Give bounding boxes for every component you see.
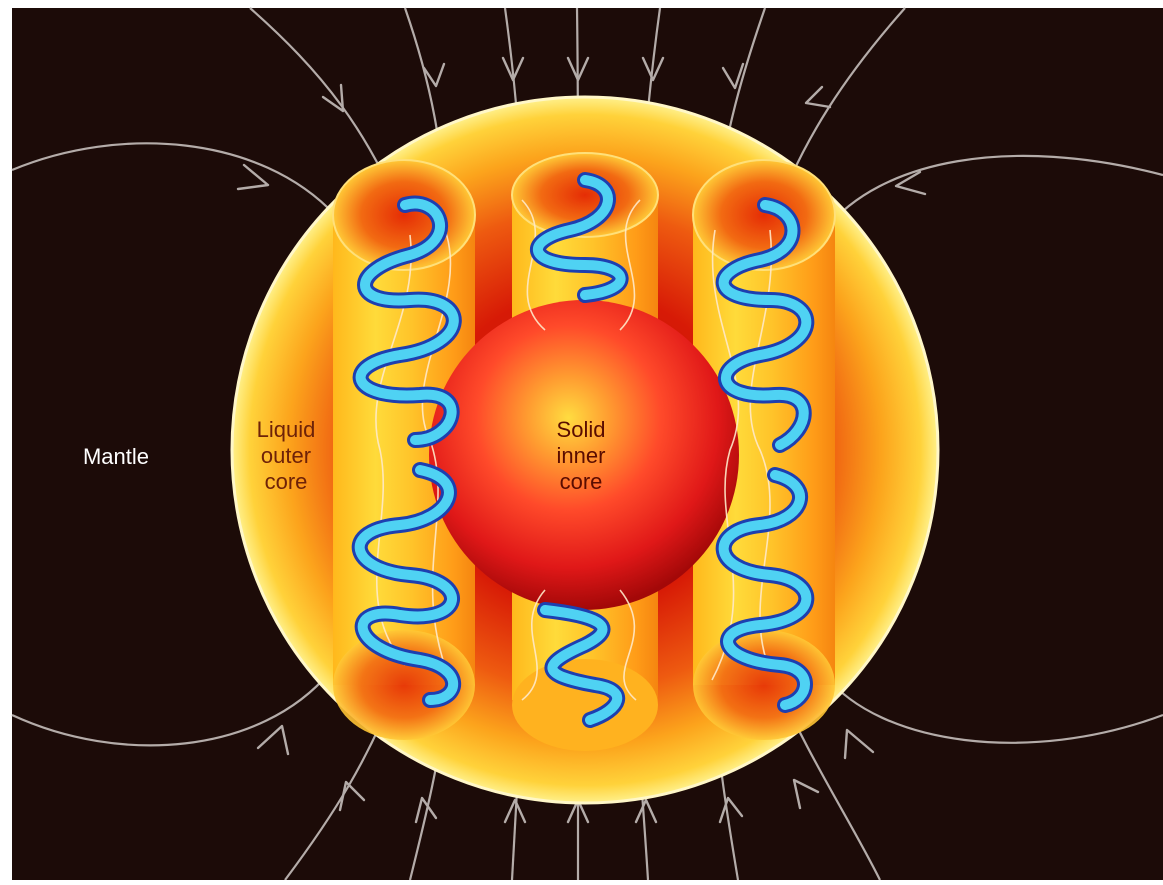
outer-core-label-line-3: core (265, 469, 308, 494)
mantle-label: Mantle (83, 444, 149, 469)
inner-core-label-line-1: Solid (557, 417, 606, 442)
inner-core-label-line-2: inner (557, 443, 606, 468)
inner-core-label: Solid inner core (557, 417, 606, 494)
outer-core-label: Liquid outer core (257, 417, 316, 494)
outer-core-label-line-2: outer (261, 443, 311, 468)
inner-core-label-line-3: core (560, 469, 603, 494)
outer-core-label-line-1: Liquid (257, 417, 316, 442)
